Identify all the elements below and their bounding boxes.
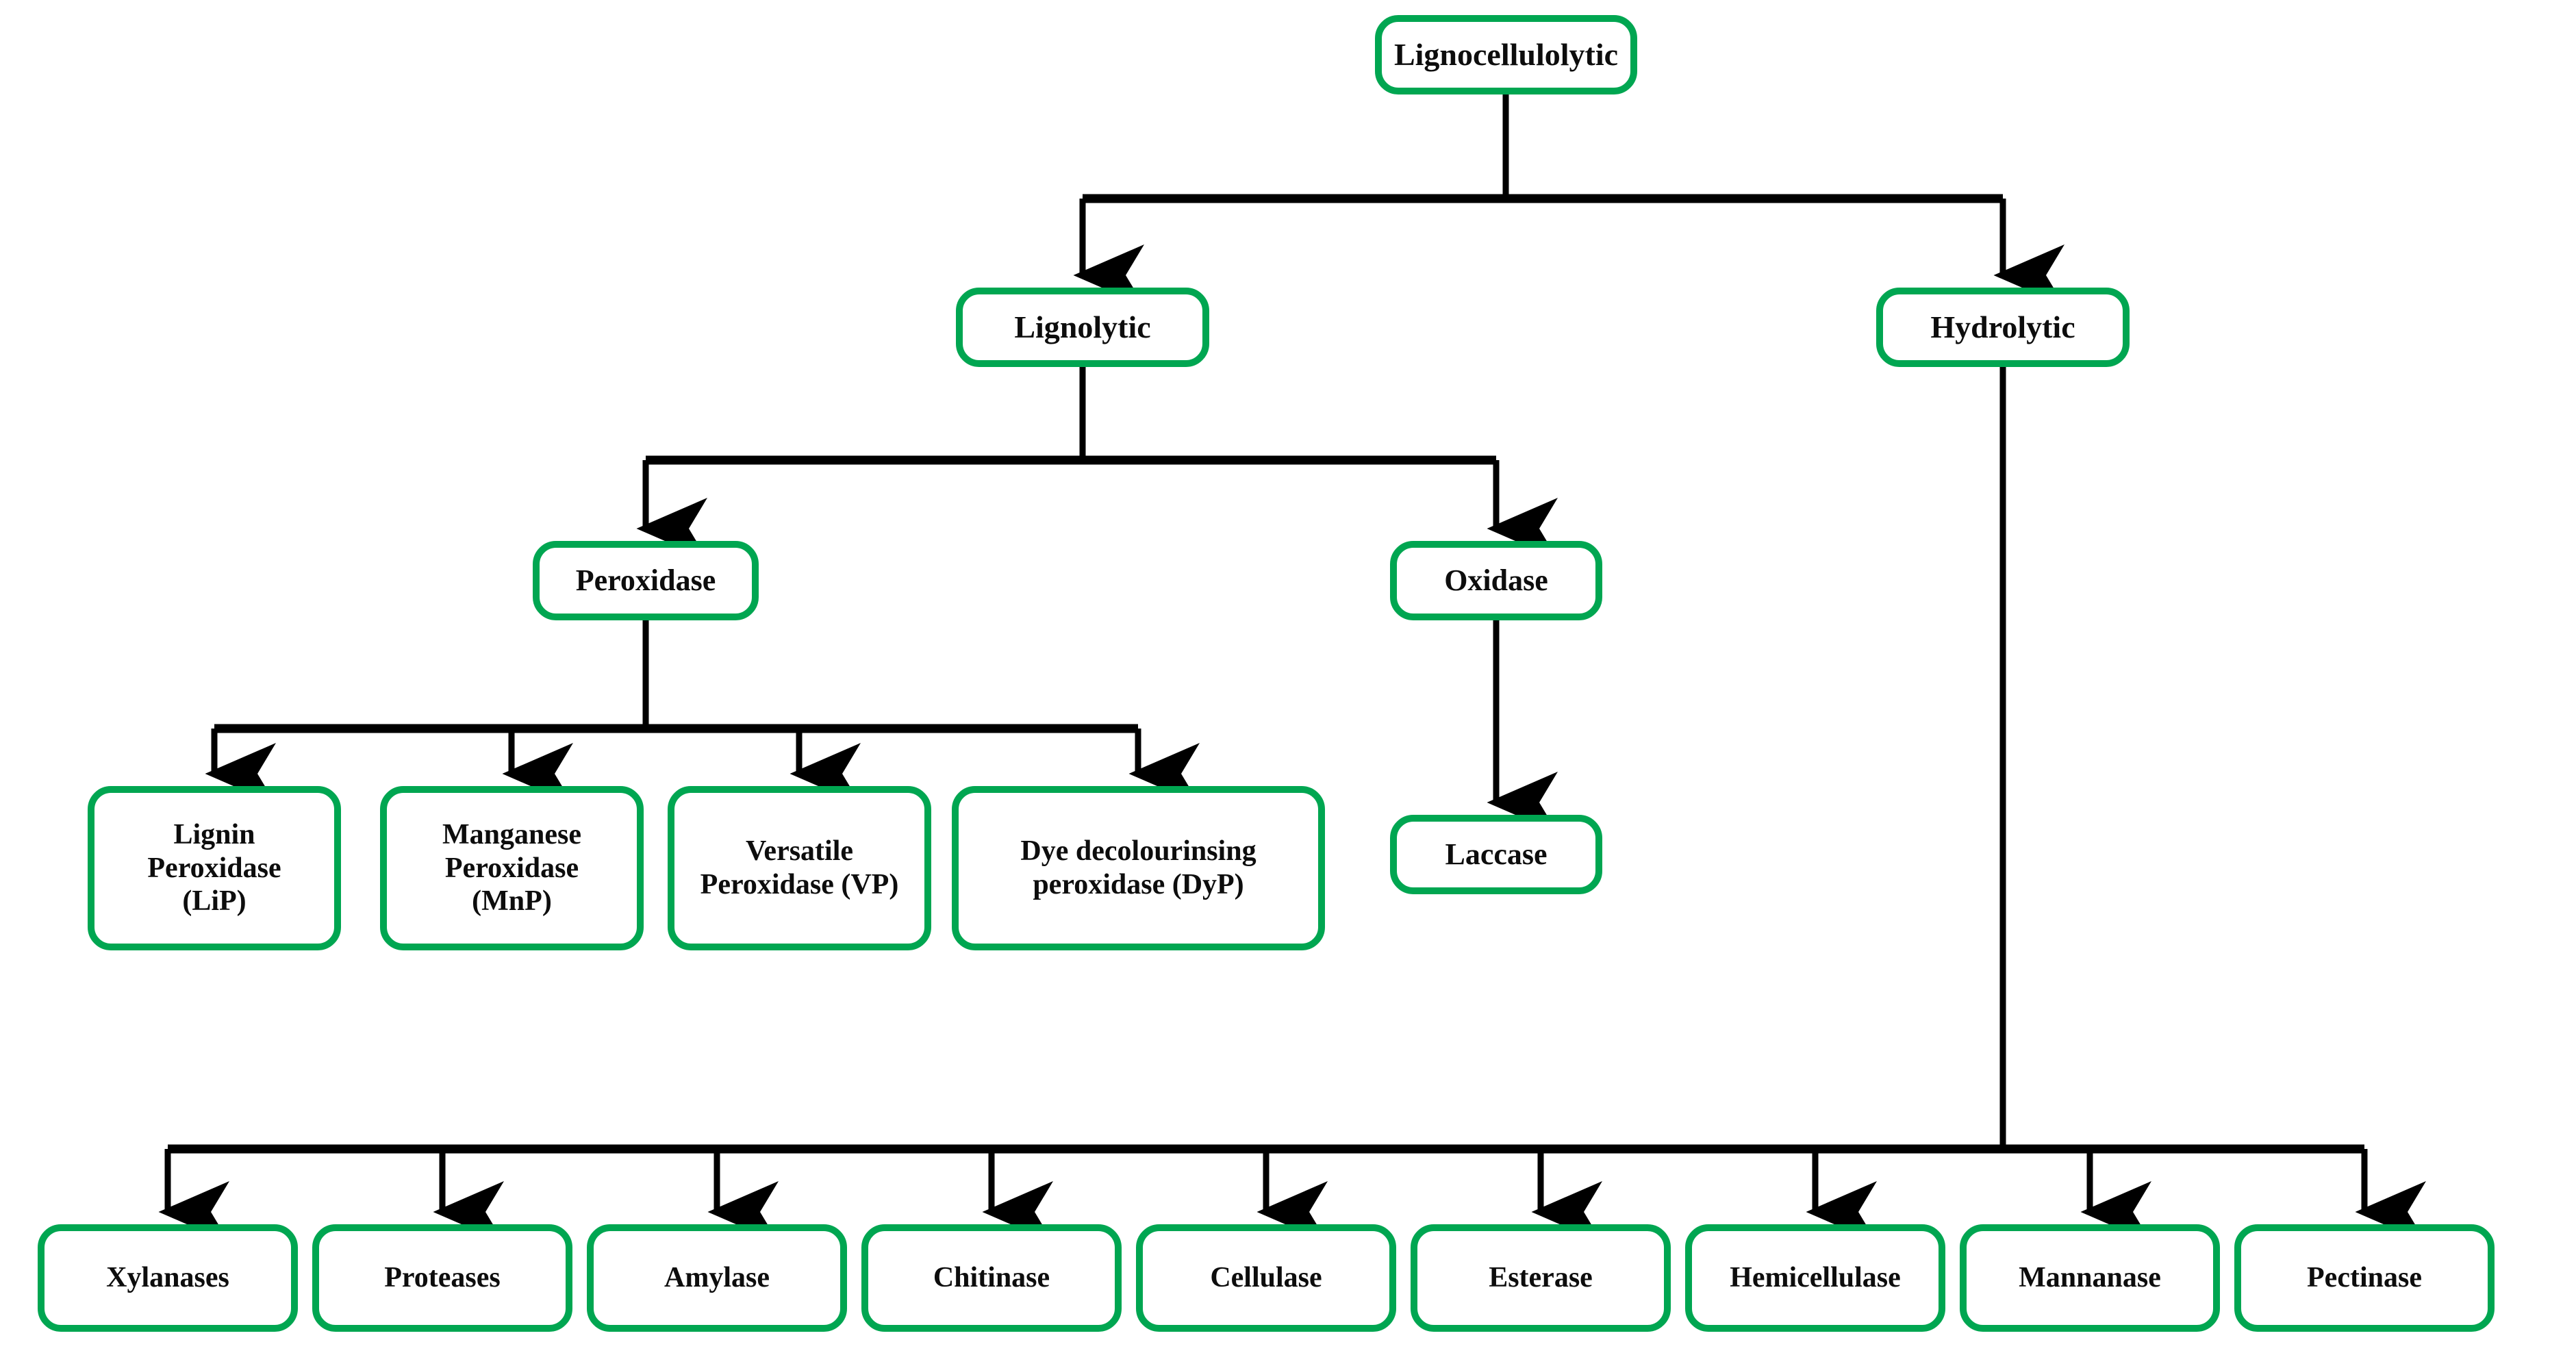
node-label-mannanase: Mannanase (2019, 1262, 2161, 1294)
node-pectinase[interactable]: Pectinase (2234, 1224, 2495, 1332)
edge-peroxidase-to-leaves (205, 620, 1200, 805)
node-manganese-peroxidase[interactable]: Manganese Peroxidase (MnP) (380, 786, 644, 950)
node-laccase[interactable]: Laccase (1390, 815, 1602, 894)
node-lignin-peroxidase[interactable]: Lignin Peroxidase (LiP) (88, 786, 341, 950)
node-amylase[interactable]: Amylase (587, 1224, 847, 1332)
node-label-cellulase: Cellulase (1210, 1262, 1322, 1294)
node-hemicellulase[interactable]: Hemicellulase (1685, 1224, 1945, 1332)
node-lignolytic[interactable]: Lignolytic (956, 288, 1209, 367)
node-label-chitinase: Chitinase (933, 1262, 1050, 1294)
edge-root-to-level1 (1073, 94, 2064, 306)
node-label-lignin-peroxidase: Lignin Peroxidase (LiP) (147, 818, 281, 918)
node-cellulase[interactable]: Cellulase (1136, 1224, 1396, 1332)
node-label-amylase: Amylase (664, 1262, 770, 1294)
node-hydrolytic[interactable]: Hydrolytic (1876, 288, 2130, 367)
node-label-oxidase: Oxidase (1444, 564, 1548, 598)
node-label-hydrolytic: Hydrolytic (1930, 309, 2075, 345)
node-label-xylanases: Xylanases (106, 1262, 229, 1294)
node-proteases[interactable]: Proteases (312, 1224, 572, 1332)
node-label-dye-decolourinsing-peroxidase: Dye decolourinsing peroxidase (DyP) (1020, 835, 1257, 900)
node-mannanase[interactable]: Mannanase (1960, 1224, 2220, 1332)
node-label-versatile-peroxidase: Versatile Peroxidase (VP) (700, 835, 899, 900)
node-label-laccase: Laccase (1445, 837, 1548, 872)
node-versatile-peroxidase[interactable]: Versatile Peroxidase (VP) (668, 786, 931, 950)
node-oxidase[interactable]: Oxidase (1390, 541, 1602, 620)
node-chitinase[interactable]: Chitinase (861, 1224, 1122, 1332)
node-label-lignolytic: Lignolytic (1014, 309, 1151, 345)
edge-lignolytic-to-level2 (636, 367, 1558, 559)
node-label-lignocellulolytic: Lignocellulolytic (1393, 37, 1619, 73)
node-label-esterase: Esterase (1489, 1262, 1593, 1294)
node-label-hemicellulase: Hemicellulase (1730, 1262, 1901, 1294)
node-label-pectinase: Pectinase (2307, 1262, 2422, 1294)
node-xylanases[interactable]: Xylanases (38, 1224, 298, 1332)
node-peroxidase[interactable]: Peroxidase (533, 541, 759, 620)
node-label-peroxidase: Peroxidase (575, 564, 716, 598)
node-label-proteases: Proteases (384, 1262, 501, 1294)
node-label-manganese-peroxidase: Manganese Peroxidase (MnP) (442, 818, 581, 918)
node-dye-decolourinsing-peroxidase[interactable]: Dye decolourinsing peroxidase (DyP) (952, 786, 1325, 950)
node-lignocellulolytic[interactable]: Lignocellulolytic (1375, 15, 1637, 94)
node-esterase[interactable]: Esterase (1411, 1224, 1671, 1332)
